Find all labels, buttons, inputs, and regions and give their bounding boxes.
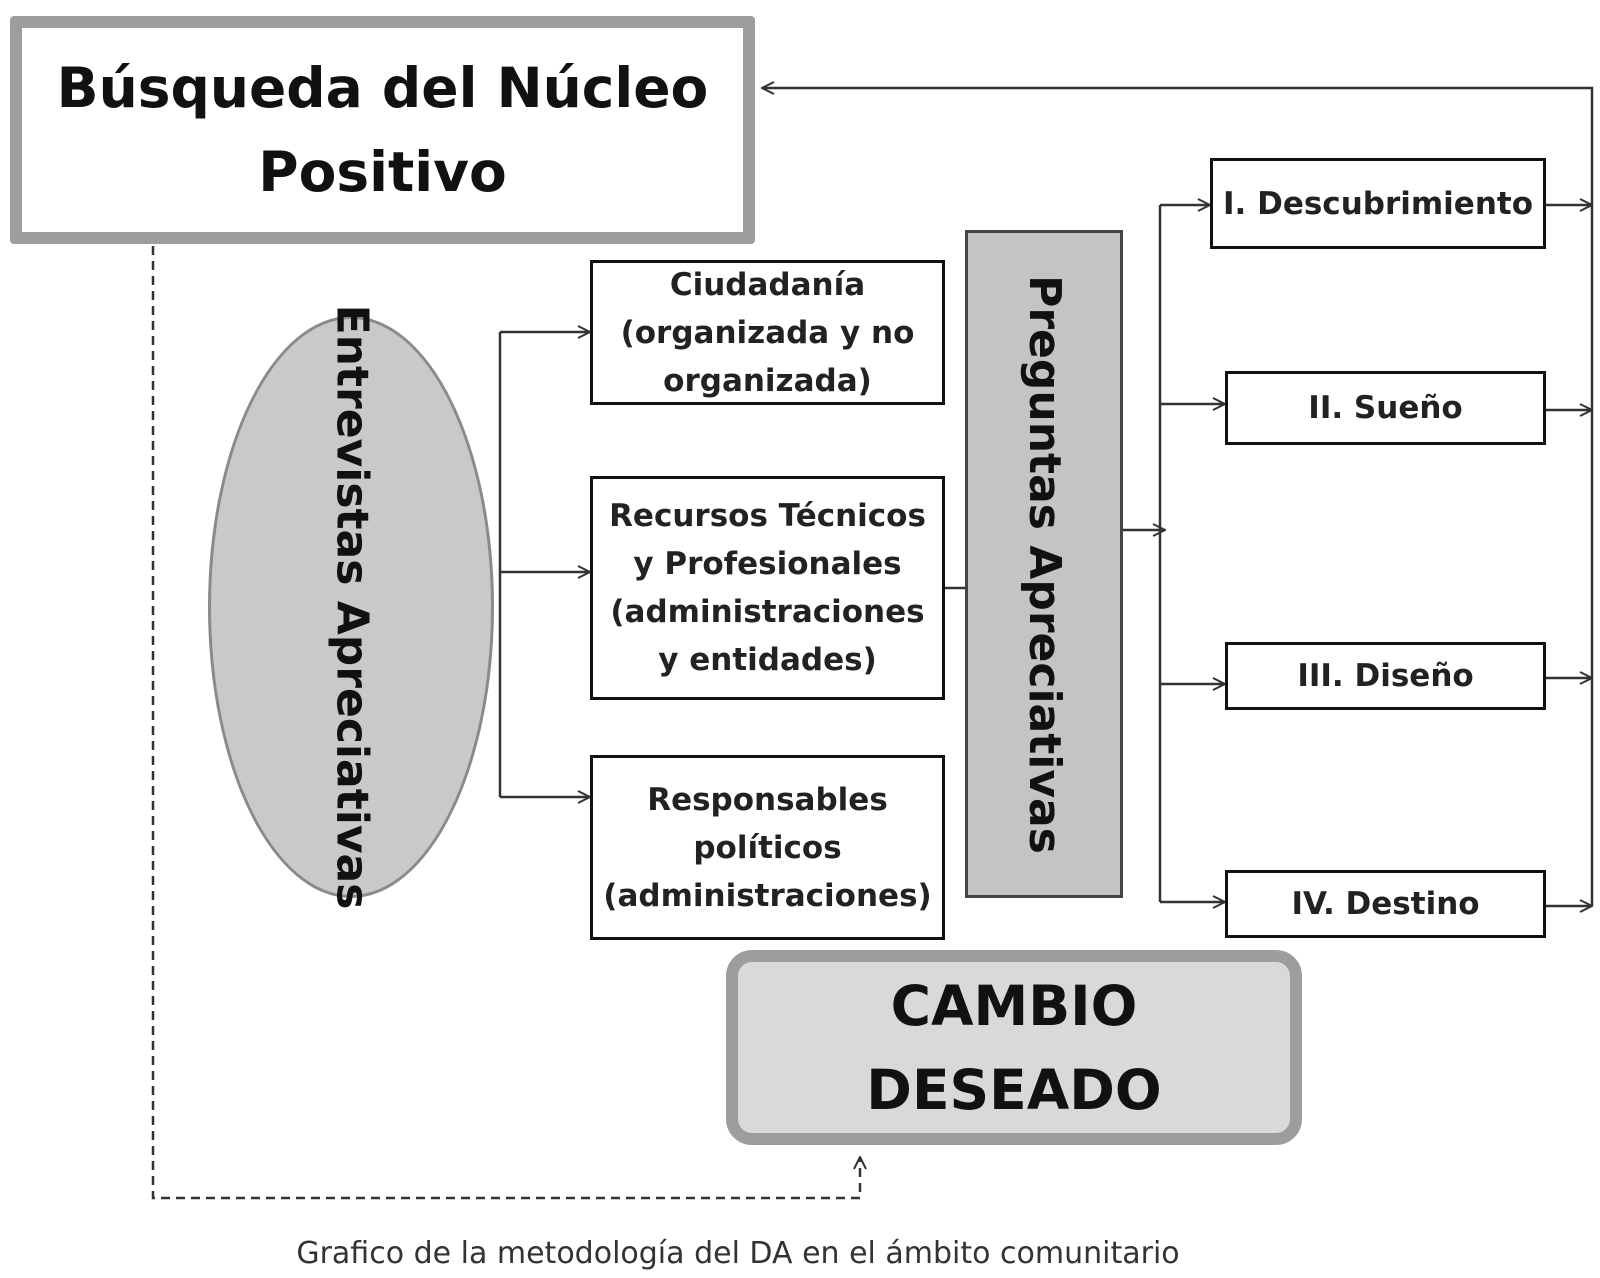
interviews-ellipse: Entrevistas Apreciativas: [208, 305, 494, 909]
stage-label-design: III. Diseño: [1297, 658, 1474, 694]
group-label-recursos: Recursos Técnicos y Profesionales (admin…: [609, 498, 926, 678]
questions-label: Preguntas Apreciativas: [1018, 274, 1070, 854]
group-label-ciudadania: Ciudadanía (organizada y no organizada): [620, 266, 915, 399]
desired-change-label: CAMBIO DESEADO: [866, 973, 1162, 1122]
positive-core-label: Búsqueda del Núcleo Positivo: [56, 56, 709, 204]
stage-box-destiny: IV. Destino: [1225, 870, 1546, 938]
group-box-recursos: Recursos Técnicos y Profesionales (admin…: [590, 476, 945, 700]
stage-box-discovery: I. Descubrimiento: [1210, 158, 1546, 249]
desired-change-box: CAMBIO DESEADO: [726, 950, 1302, 1145]
stage-box-design: III. Diseño: [1225, 642, 1546, 710]
questions-bar: Preguntas Apreciativas: [965, 230, 1123, 898]
return-loop-line: [762, 88, 1594, 906]
dashed-feedback-line: [151, 246, 860, 1200]
interviews-label: Entrevistas Apreciativas: [326, 304, 378, 910]
stage-label-discovery: I. Descubrimiento: [1223, 185, 1533, 222]
figure-caption-text: Grafico de la metodología del DA en el á…: [296, 1235, 1180, 1271]
positive-core-box: Búsqueda del Núcleo Positivo: [10, 16, 755, 244]
group-box-responsables: Responsables políticos (administraciones…: [590, 755, 945, 940]
group-box-ciudadania: Ciudadanía (organizada y no organizada): [590, 260, 945, 405]
stage-box-dream: II. Sueño: [1225, 371, 1546, 445]
stage-label-destiny: IV. Destino: [1291, 886, 1480, 922]
stage-label-dream: II. Sueño: [1308, 390, 1463, 426]
figure-caption: Grafico de la metodología del DA en el á…: [150, 1228, 1326, 1278]
group-label-responsables: Responsables políticos (administraciones…: [603, 781, 932, 914]
